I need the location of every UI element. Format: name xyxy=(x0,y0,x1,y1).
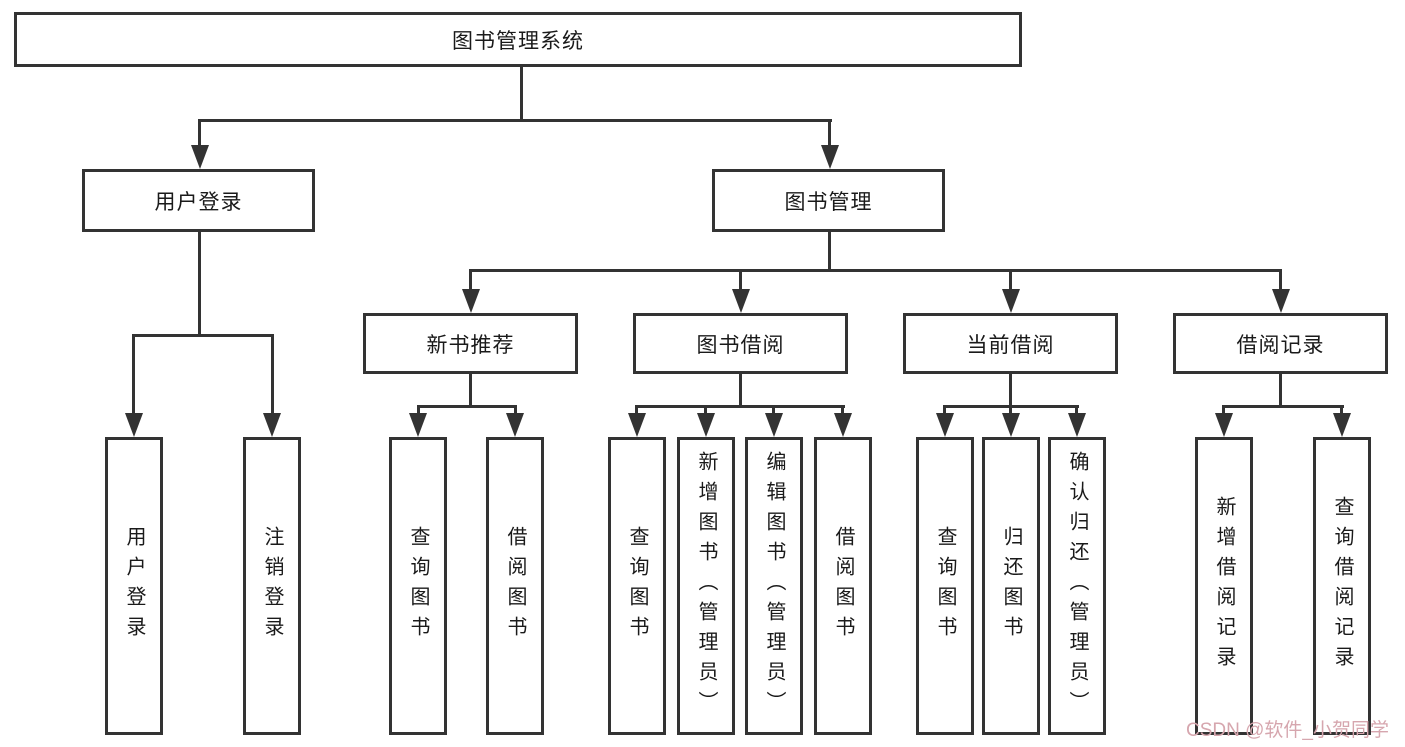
connector-shaft xyxy=(739,269,742,291)
connector-shaft xyxy=(271,334,274,415)
connector-stub xyxy=(469,374,472,405)
leaf-label: 借阅图书 xyxy=(832,526,854,646)
connector-shaft xyxy=(841,405,844,415)
node-book-management: 图书管理 xyxy=(712,169,945,232)
node-new-book-recommend: 新书推荐 xyxy=(363,313,578,374)
leaf-logout-login: 注销登录 xyxy=(243,437,301,735)
connector-shaft xyxy=(828,119,831,149)
leaf-current-query-books: 查询图书 xyxy=(916,437,974,735)
connector-shaft xyxy=(417,405,420,415)
connector-stub xyxy=(198,232,201,334)
arrowhead-down xyxy=(462,289,480,313)
arrowhead-down xyxy=(409,413,427,437)
arrowhead-down xyxy=(506,413,524,437)
connector-shaft xyxy=(132,334,135,415)
arrowhead-down xyxy=(765,413,783,437)
connector-shaft xyxy=(198,119,201,149)
leaf-label: 查询图书 xyxy=(407,526,429,646)
arrowhead-down xyxy=(697,413,715,437)
connector-stub xyxy=(739,374,742,405)
leaf-recommend-borrow-books: 借阅图书 xyxy=(486,437,544,735)
leaf-label: 查询借阅记录 xyxy=(1331,496,1353,676)
arrowhead-down xyxy=(732,289,750,313)
arrowhead-down xyxy=(1272,289,1290,313)
leaf-add-borrow-record: 新增借阅记录 xyxy=(1195,437,1253,735)
leaf-label: 归还图书 xyxy=(1000,526,1022,646)
connector-shaft xyxy=(635,405,638,415)
leaf-add-books-admin: 新增图书（管理员） xyxy=(677,437,735,735)
arrowhead-down xyxy=(936,413,954,437)
arrowhead-down xyxy=(1002,289,1020,313)
connector-hline xyxy=(470,269,1282,272)
leaf-confirm-return-admin: 确认归还（管理员） xyxy=(1048,437,1106,735)
leaf-label: 注销登录 xyxy=(261,526,283,646)
connector-shaft xyxy=(514,405,517,415)
arrowhead-down xyxy=(125,413,143,437)
leaf-borrow-query-books: 查询图书 xyxy=(608,437,666,735)
connector-shaft xyxy=(469,269,472,291)
connector-shaft xyxy=(943,405,946,415)
connector-shaft xyxy=(1009,269,1012,291)
leaf-label: 查询图书 xyxy=(626,526,648,646)
connector-shaft xyxy=(1075,405,1078,415)
node-borrow-records: 借阅记录 xyxy=(1173,313,1388,374)
leaf-user-login: 用户登录 xyxy=(105,437,163,735)
csdn-watermark: CSDN @软件_小贺同学 xyxy=(1186,720,1389,741)
leaf-label: 确认归还（管理员） xyxy=(1066,451,1088,721)
leaf-label: 用户登录 xyxy=(123,526,145,646)
arrowhead-down xyxy=(1002,413,1020,437)
arrowhead-down xyxy=(1068,413,1086,437)
leaf-label: 新增图书（管理员） xyxy=(695,451,717,721)
leaf-label: 借阅图书 xyxy=(504,526,526,646)
connector-root-stub xyxy=(520,67,523,119)
leaf-label: 查询图书 xyxy=(934,526,956,646)
leaf-label: 新增借阅记录 xyxy=(1213,496,1235,676)
leaf-recommend-query-books: 查询图书 xyxy=(389,437,447,735)
arrowhead-down xyxy=(1215,413,1233,437)
connector-hline xyxy=(635,405,845,408)
leaf-return-books: 归还图书 xyxy=(982,437,1040,735)
leaf-borrow-borrow-books: 借阅图书 xyxy=(814,437,872,735)
node-root: 图书管理系统 xyxy=(14,12,1022,67)
leaf-query-borrow-record: 查询借阅记录 xyxy=(1313,437,1371,735)
leaf-label: 编辑图书（管理员） xyxy=(763,451,785,721)
connector-shaft xyxy=(1340,405,1343,415)
node-user-login: 用户登录 xyxy=(82,169,315,232)
connector-hline xyxy=(133,334,274,337)
arrowhead-down xyxy=(628,413,646,437)
connector-shaft xyxy=(1222,405,1225,415)
connector-stub xyxy=(1009,374,1012,405)
connector-shaft xyxy=(772,405,775,415)
connector-hline xyxy=(1222,405,1344,408)
arrowhead-down xyxy=(191,145,209,169)
arrowhead-down xyxy=(1333,413,1351,437)
connector-shaft xyxy=(1009,405,1012,415)
connector-stub xyxy=(828,232,831,269)
connector-level1-hline xyxy=(198,119,832,122)
node-current-borrow: 当前借阅 xyxy=(903,313,1118,374)
leaf-edit-books-admin: 编辑图书（管理员） xyxy=(745,437,803,735)
node-book-borrow: 图书借阅 xyxy=(633,313,848,374)
arrowhead-down xyxy=(821,145,839,169)
connector-stub xyxy=(1279,374,1282,405)
arrowhead-down xyxy=(834,413,852,437)
arrowhead-down xyxy=(263,413,281,437)
connector-shaft xyxy=(1279,269,1282,291)
connector-shaft xyxy=(704,405,707,415)
connector-hline xyxy=(417,405,517,408)
